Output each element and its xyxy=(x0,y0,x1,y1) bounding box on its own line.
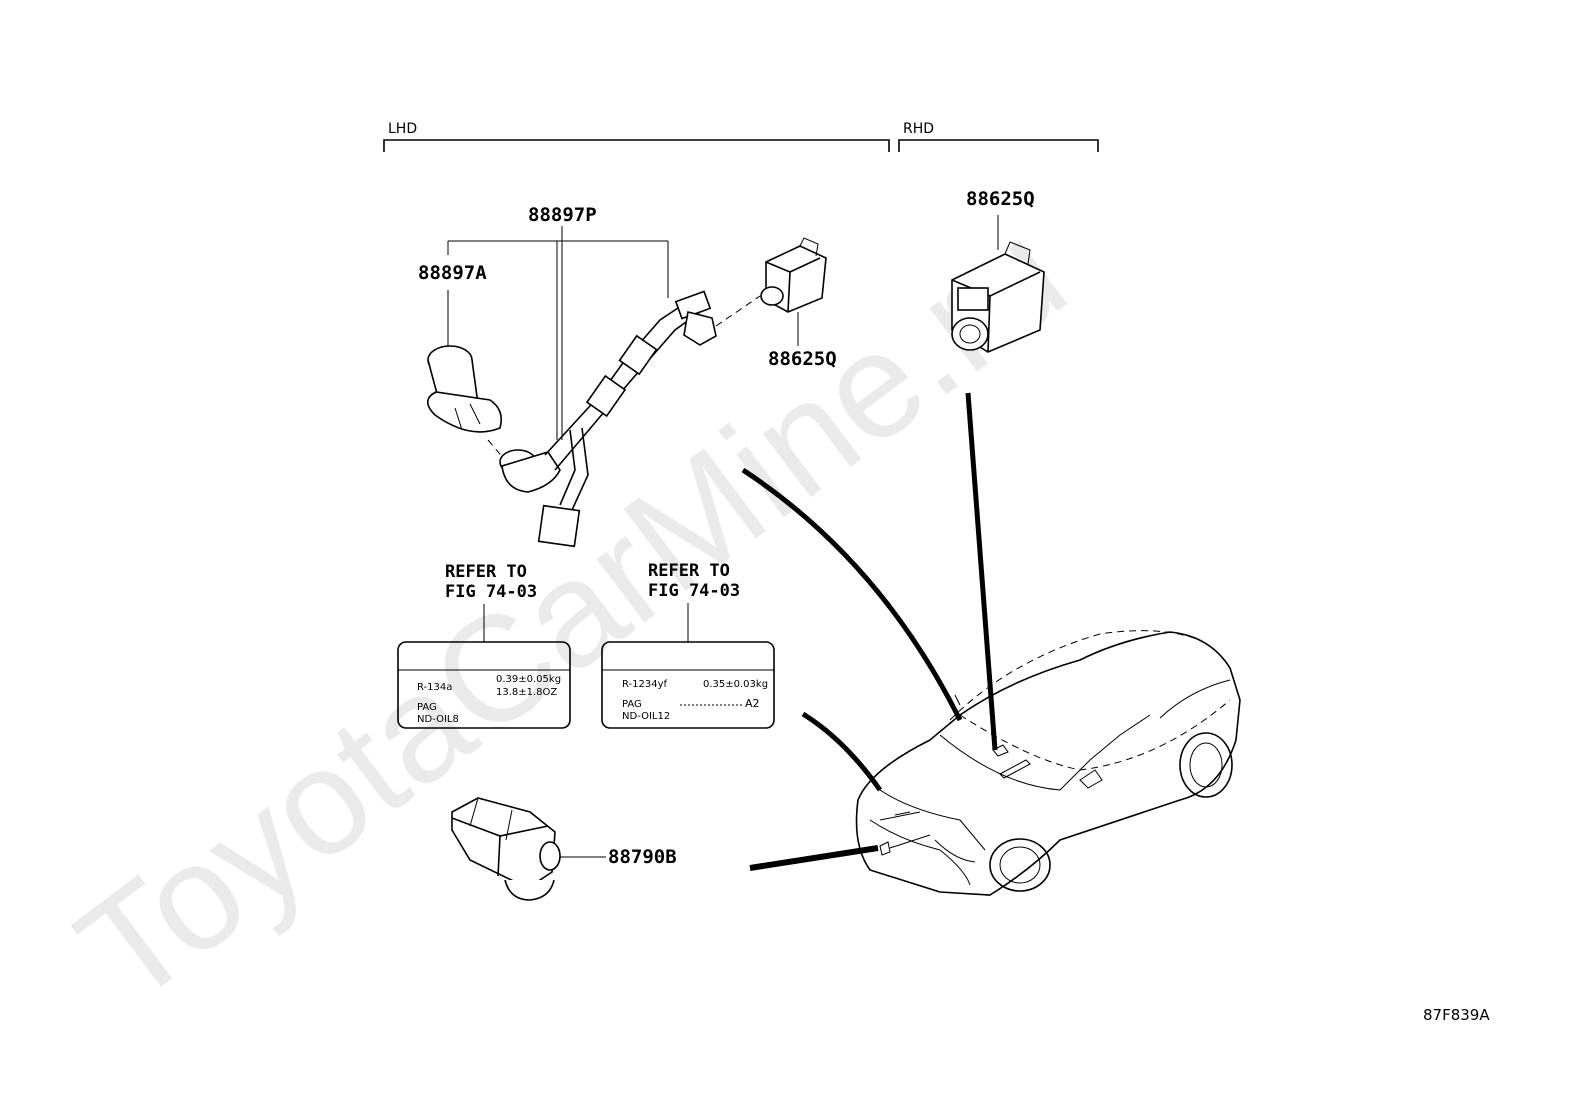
lhd-bracket: LHD xyxy=(383,121,890,152)
harness-88897p xyxy=(499,290,717,548)
part-label-88897p: 88897P xyxy=(528,204,597,226)
refer-left-line2: FIG 74-03 xyxy=(445,582,537,602)
label-left-amount2: 13.8±1.8OZ xyxy=(496,687,557,698)
part-label-88897a: 88897A xyxy=(418,262,487,284)
lhd-label: LHD xyxy=(388,121,417,137)
label-right-refrigerant: R-1234yf xyxy=(622,679,668,690)
refer-right-line2: FIG 74-03 xyxy=(648,581,740,601)
label-right-suffix: A2 xyxy=(745,697,760,710)
sensor-88625q-rhd xyxy=(951,241,1045,353)
rhd-bracket: RHD xyxy=(898,121,1099,152)
label-left-oil-type: PAG xyxy=(417,702,437,713)
label-left-amount1: 0.39±0.05kg xyxy=(496,674,561,685)
watermark: ToyotaCarMine.ru xyxy=(48,189,1095,1036)
sensor-88790b xyxy=(451,797,561,901)
label-right-oil-code: ND-OIL12 xyxy=(622,711,670,722)
leader-88897p xyxy=(447,226,669,440)
sensor-88897a xyxy=(426,345,503,433)
caution-label-right: R-1234yf 0.35±0.03kg PAG ND-OIL12 A2 xyxy=(601,641,775,729)
sensor-88625q-lhd xyxy=(760,237,827,313)
label-right-amount1: 0.35±0.03kg xyxy=(703,679,768,690)
label-left-oil-code: ND-OIL8 xyxy=(417,714,459,725)
label-left-refrigerant: R-134a xyxy=(417,682,452,693)
car-outline xyxy=(855,630,1241,896)
rhd-label: RHD xyxy=(903,121,934,137)
part-label-88625q-lhd: 88625Q xyxy=(768,348,837,370)
label-right-oil-type: PAG xyxy=(622,699,642,710)
part-label-88625q-rhd: 88625Q xyxy=(966,188,1035,210)
part-label-88790b: 88790B xyxy=(608,846,677,868)
figure-id: 87F839A xyxy=(1423,1006,1490,1024)
refer-left-line1: REFER TO xyxy=(445,562,527,582)
caution-label-left: R-134a 0.39±0.05kg 13.8±1.8OZ PAG ND-OIL… xyxy=(397,641,571,729)
refer-right-line1: REFER TO xyxy=(648,561,730,581)
